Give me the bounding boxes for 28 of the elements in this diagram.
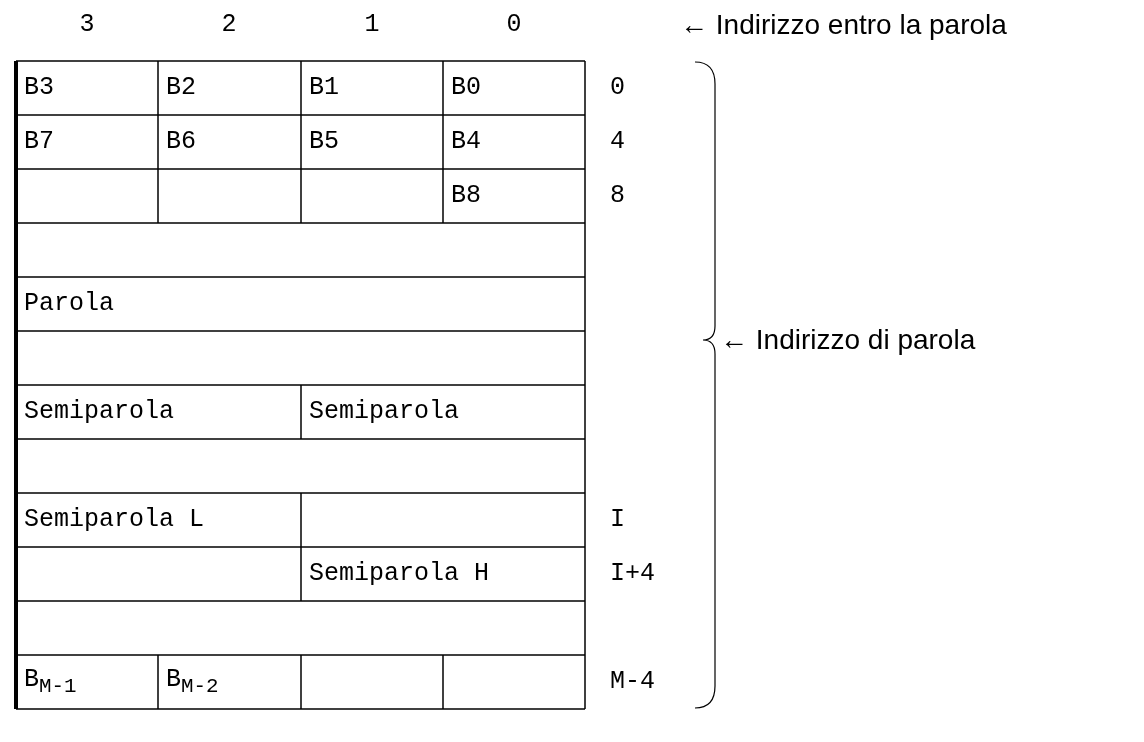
address-label: 0 <box>610 74 625 102</box>
byte-label: B5 <box>309 128 339 156</box>
byte-label: B0 <box>451 74 481 102</box>
column-number: 3 <box>79 11 95 39</box>
word-label: Parola <box>24 290 114 318</box>
byte-label: B8 <box>451 182 481 210</box>
half-word-label: Semiparola <box>309 398 460 426</box>
byte-label: B$_{M-2}$ <box>166 665 219 699</box>
byte-label: B3 <box>24 74 54 102</box>
half-word-label: Semiparola H <box>309 560 490 588</box>
byte-label: B1 <box>309 74 339 102</box>
address-label: M-4 <box>610 668 655 696</box>
half-word-label: Semiparola L <box>24 506 205 534</box>
column-number: 1 <box>364 11 380 39</box>
arrow-annotation: ← Indirizzo di parola <box>720 324 976 356</box>
column-number: 2 <box>221 11 237 39</box>
half-word-label: Semiparola <box>24 398 175 426</box>
address-label: I <box>610 506 625 534</box>
address-label: 8 <box>610 182 625 210</box>
byte-label: B4 <box>451 128 481 156</box>
byte-label: B7 <box>24 128 54 156</box>
address-label: I+4 <box>610 560 655 588</box>
byte-label: B6 <box>166 128 196 156</box>
byte-label: B$_{M-1}$ <box>24 665 77 699</box>
address-label: 4 <box>610 128 625 156</box>
column-number: 0 <box>506 11 522 39</box>
arrow-annotation: ← Indirizzo entro la parola <box>680 9 1007 41</box>
byte-label: B2 <box>166 74 196 102</box>
